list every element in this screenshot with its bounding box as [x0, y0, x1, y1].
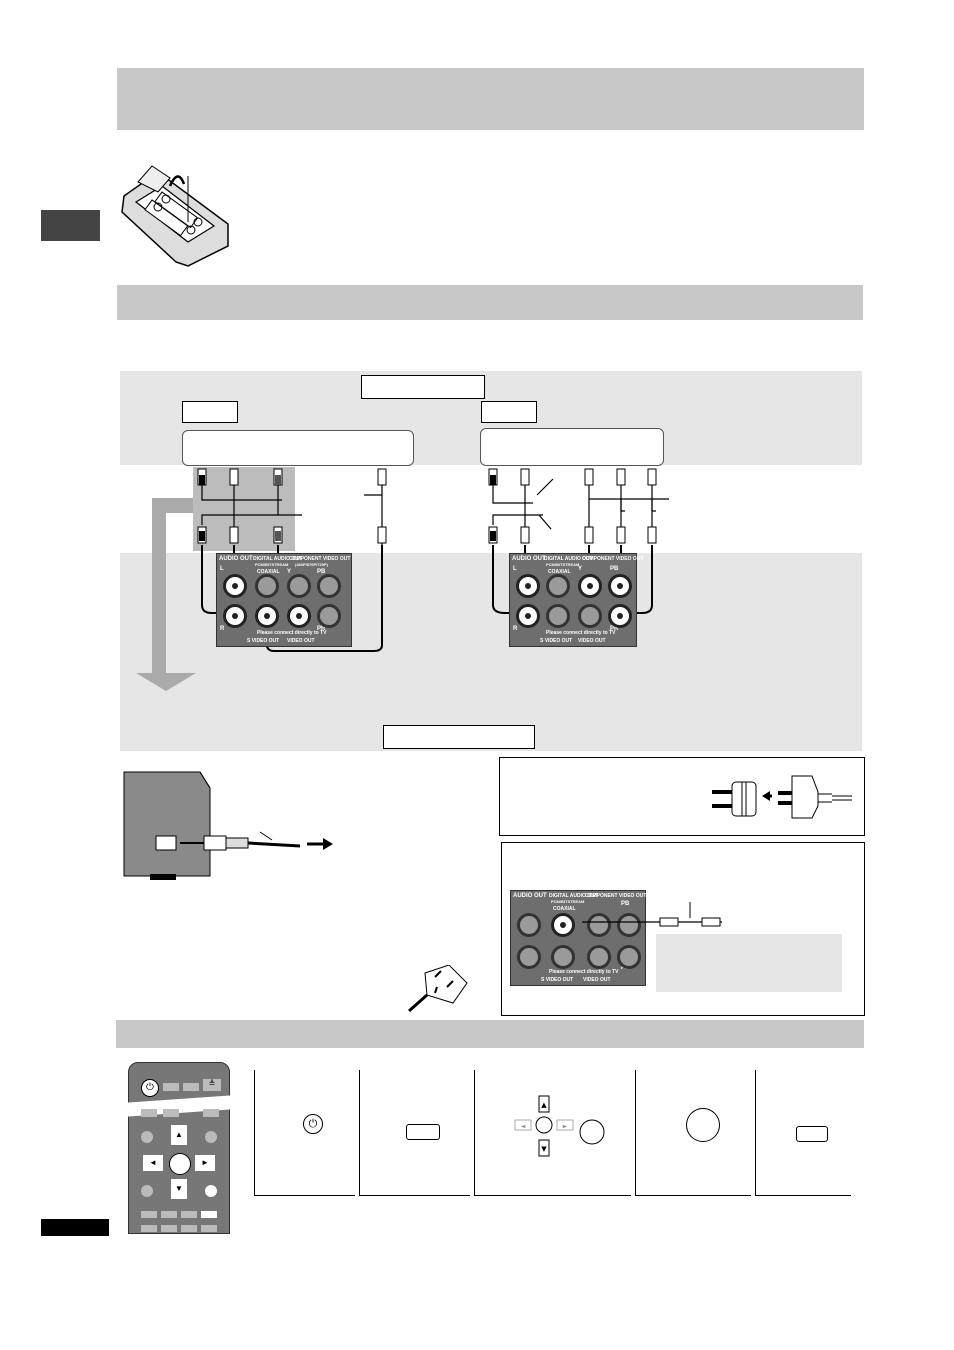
step-button-4 — [686, 1108, 720, 1142]
coaxial-box: AUDIO OUT DIGITAL AUDIO OUT PCM/BITSTREA… — [501, 842, 865, 1016]
jack-pb — [317, 574, 341, 598]
step-button-5 — [796, 1126, 828, 1142]
jack-audio-l — [517, 913, 541, 937]
uk-plug-icon — [408, 965, 468, 1013]
jack-coaxial — [546, 574, 570, 598]
jack-audio-r — [517, 945, 541, 969]
remote-control: ⏻ ≜ ▲ ◄ ► ▼ — [125, 1062, 233, 1234]
rear-panel-right: AUDIO OUT L DIGITAL AUDIO OUT PCM/BITSTR… — [509, 553, 643, 647]
jack-s-video — [551, 945, 575, 969]
remote-button-1[interactable] — [163, 1083, 179, 1091]
left-button[interactable]: ◄ — [143, 1155, 163, 1171]
cursor-pad-icon: ▲ ▼ ◄ ► — [514, 1095, 605, 1157]
remote-button-5[interactable] — [203, 1109, 219, 1117]
remote-button-4[interactable] — [163, 1109, 179, 1117]
diagram-right-box — [480, 428, 664, 466]
step-box-4 — [635, 1070, 751, 1196]
diagram-bottom-tag — [383, 725, 535, 749]
svg-text:▲: ▲ — [541, 1101, 547, 1109]
coaxial-note-box — [656, 934, 842, 992]
remote-button-12[interactable] — [181, 1211, 197, 1218]
diagram-right-tag — [481, 401, 537, 423]
jack-video — [578, 604, 602, 628]
jack-audio-l — [516, 574, 540, 598]
remote-button-2[interactable] — [183, 1083, 199, 1091]
plug-icon — [712, 775, 852, 819]
section-heading-remote — [116, 1020, 864, 1048]
title-band — [117, 68, 864, 130]
page-tab — [41, 1219, 109, 1236]
diagram-left-box — [182, 430, 414, 466]
remote-button-7[interactable] — [205, 1131, 217, 1143]
remote-button-6[interactable] — [141, 1131, 153, 1143]
enter-button[interactable] — [169, 1153, 191, 1175]
jack-s-video — [255, 604, 279, 628]
direction-arrow-icon — [136, 498, 200, 691]
diagram-top-tag — [361, 375, 485, 399]
jack-pb — [617, 913, 641, 937]
step-box-1: ⏻ — [254, 1070, 355, 1196]
jack-s-video — [546, 604, 570, 628]
jack-y — [578, 574, 602, 598]
chapter-tab — [41, 210, 100, 241]
remote-button-8[interactable] — [141, 1185, 153, 1197]
step-box-2 — [359, 1070, 470, 1196]
jack-coaxial — [551, 913, 575, 937]
remote-button-16[interactable] — [181, 1225, 197, 1232]
section-heading-connection — [117, 285, 863, 320]
diagram-left-tag — [182, 401, 238, 423]
unit-ac-cord — [123, 771, 301, 880]
jack-y — [587, 913, 611, 937]
jack-audio-r — [223, 604, 247, 628]
jack-y — [287, 574, 311, 598]
svg-text:►: ► — [563, 1123, 568, 1130]
plug-adapter-box — [499, 757, 865, 836]
step-button-2 — [406, 1124, 440, 1140]
arrow-right-icon — [307, 838, 333, 850]
battery-icon — [121, 165, 229, 267]
jack-pb — [608, 574, 632, 598]
rear-panel-coaxial: AUDIO OUT DIGITAL AUDIO OUT PCM/BITSTREA… — [510, 890, 646, 986]
remote-button-17[interactable] — [201, 1225, 217, 1232]
step-box-3: ▲ ▼ ◄ ► — [474, 1070, 631, 1196]
jack-audio-r — [516, 604, 540, 628]
jack-pr — [608, 604, 632, 628]
power-button[interactable]: ⏻ — [141, 1079, 159, 1097]
svg-text:▼: ▼ — [541, 1145, 547, 1153]
jack-video — [287, 604, 311, 628]
eject-button[interactable]: ≜ — [203, 1079, 221, 1091]
jack-coaxial — [255, 574, 279, 598]
jack-pr — [317, 604, 341, 628]
step-box-5 — [755, 1070, 851, 1196]
svg-text:◄: ◄ — [521, 1123, 526, 1130]
remote-button-15[interactable] — [161, 1225, 177, 1232]
power-icon: ⏻ — [303, 1114, 323, 1134]
jack-audio-l — [223, 574, 247, 598]
remote-button-13[interactable] — [201, 1211, 217, 1218]
remote-button-3[interactable] — [141, 1109, 157, 1117]
jack-pr — [617, 945, 641, 969]
right-button[interactable]: ► — [195, 1155, 215, 1171]
remote-button-14[interactable] — [141, 1225, 157, 1232]
remote-button-11[interactable] — [161, 1211, 177, 1218]
cables-right — [488, 468, 669, 614]
coaxial-cable — [582, 902, 722, 927]
remote-button-9[interactable] — [205, 1185, 217, 1197]
rear-panel-left: AUDIO OUT L DIGITAL AUDIO OUT PCM/BITSTR… — [216, 553, 352, 647]
up-button[interactable]: ▲ — [171, 1125, 187, 1145]
jack-video — [587, 945, 611, 969]
remote-button-10[interactable] — [141, 1211, 157, 1218]
down-button[interactable]: ▼ — [171, 1179, 187, 1199]
